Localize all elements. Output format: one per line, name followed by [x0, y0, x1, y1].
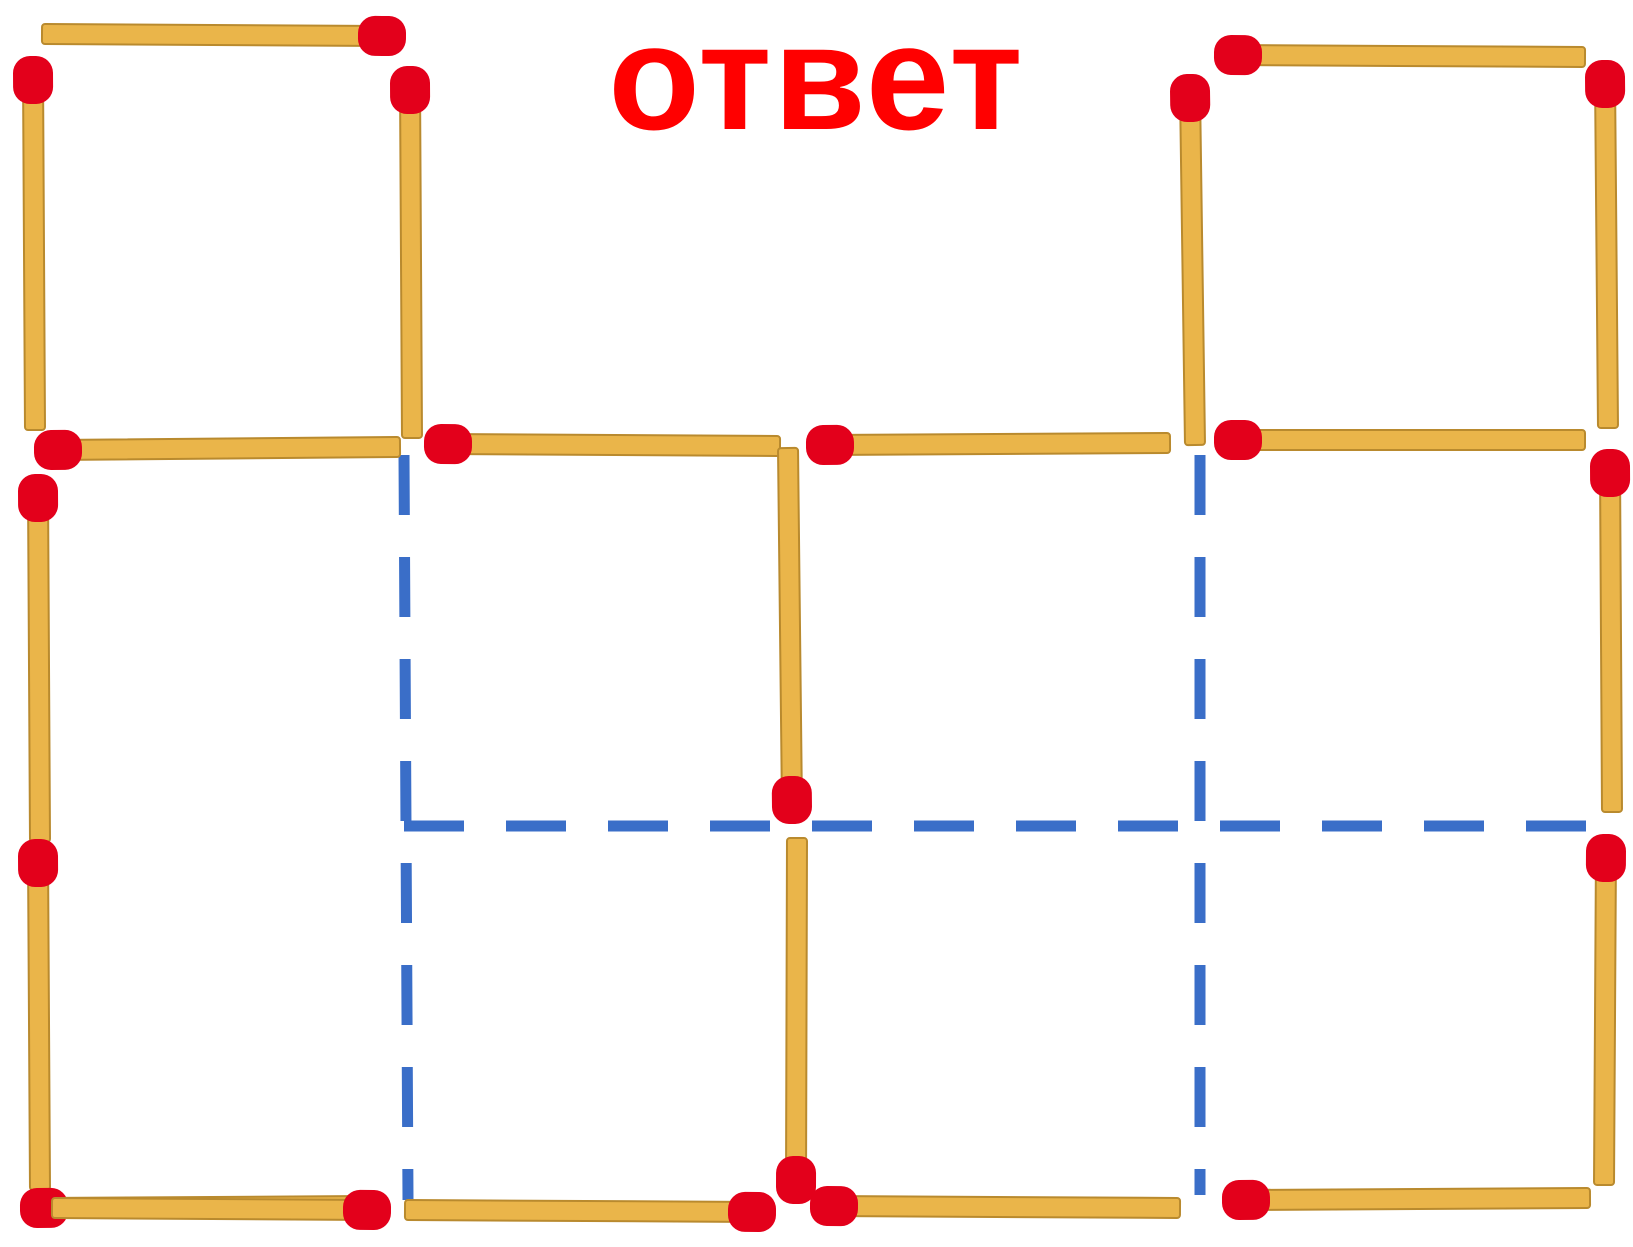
- match-stick-body: [1593, 848, 1617, 1187]
- match-stick: [403, 1191, 777, 1232]
- match-stick-body: [40, 23, 392, 47]
- match-stick: [1213, 35, 1587, 76]
- match-head: [1214, 420, 1262, 460]
- match-stick: [50, 1189, 392, 1230]
- match-head: [1170, 73, 1211, 123]
- match-head: [776, 1155, 817, 1205]
- match-stick-body: [785, 836, 808, 1190]
- match-stick-body: [1599, 463, 1623, 814]
- match-stick-body: [27, 488, 51, 844]
- match-head: [390, 65, 431, 115]
- matchsticks: [13, 15, 1631, 1232]
- match-stick: [1585, 59, 1626, 430]
- match-stick-body: [824, 1195, 1182, 1219]
- match-stick-body: [27, 853, 51, 1192]
- match-head: [18, 473, 59, 523]
- match-stick-body: [22, 70, 46, 432]
- match-head: [1585, 59, 1626, 109]
- answer-title: ответ: [608, 0, 1025, 161]
- match-stick-body: [1229, 429, 1586, 451]
- match-stick-body: [1228, 44, 1587, 68]
- match-head: [805, 424, 855, 465]
- match-stick-body: [820, 432, 1172, 456]
- match-stick: [1170, 73, 1211, 447]
- match-stick-body: [1594, 74, 1619, 430]
- match-head: [1590, 448, 1631, 498]
- match-head: [771, 775, 812, 825]
- match-stick-body: [1236, 1187, 1592, 1211]
- match-head: [1585, 833, 1626, 883]
- match-stick-body: [438, 433, 782, 457]
- match-stick: [390, 65, 431, 440]
- match-stick: [18, 838, 59, 1192]
- match-stick: [1585, 833, 1626, 1187]
- dashed-guides: [398, 454, 1595, 1201]
- match-stick: [1590, 448, 1631, 814]
- match-head: [18, 838, 59, 888]
- match-head: [357, 15, 407, 56]
- match-head: [1213, 35, 1263, 76]
- match-stick: [40, 15, 407, 56]
- match-stick-body: [48, 436, 402, 461]
- match-stick: [809, 1186, 1182, 1227]
- match-stick: [805, 424, 1172, 465]
- match-stick: [1221, 1179, 1592, 1220]
- match-head: [342, 1189, 392, 1230]
- match-stick: [33, 429, 402, 470]
- match-head: [33, 429, 83, 470]
- match-head: [1221, 1179, 1271, 1220]
- match-stick-body: [399, 80, 423, 440]
- match-head: [13, 55, 54, 105]
- match-stick-body: [1179, 88, 1206, 447]
- match-stick: [423, 424, 782, 465]
- match-stick: [18, 473, 59, 844]
- match-stick-body: [777, 446, 803, 810]
- match-stick-body: [50, 1197, 377, 1221]
- match-head: [809, 1186, 859, 1227]
- match-stick: [13, 55, 54, 432]
- match-stick: [776, 836, 817, 1205]
- match-head: [423, 424, 473, 465]
- match-stick-body: [403, 1199, 762, 1223]
- dashed-guide-line: [398, 454, 414, 1201]
- match-stick: [771, 446, 812, 825]
- match-head: [727, 1191, 777, 1232]
- match-stick: [1214, 420, 1586, 460]
